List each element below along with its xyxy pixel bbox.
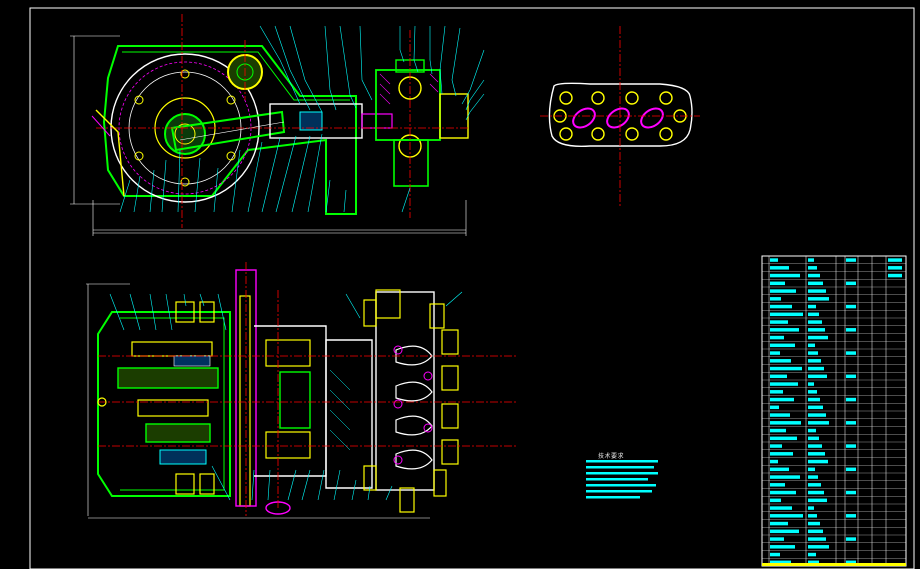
side-view [540,26,700,206]
plan-section-view [86,262,516,519]
technical-notes-lines [586,460,658,499]
sheet-frame [29,7,915,569]
parts-list-table [761,255,907,567]
front-section-view [70,14,485,236]
technical-notes-title: 技术要求 [598,453,625,460]
